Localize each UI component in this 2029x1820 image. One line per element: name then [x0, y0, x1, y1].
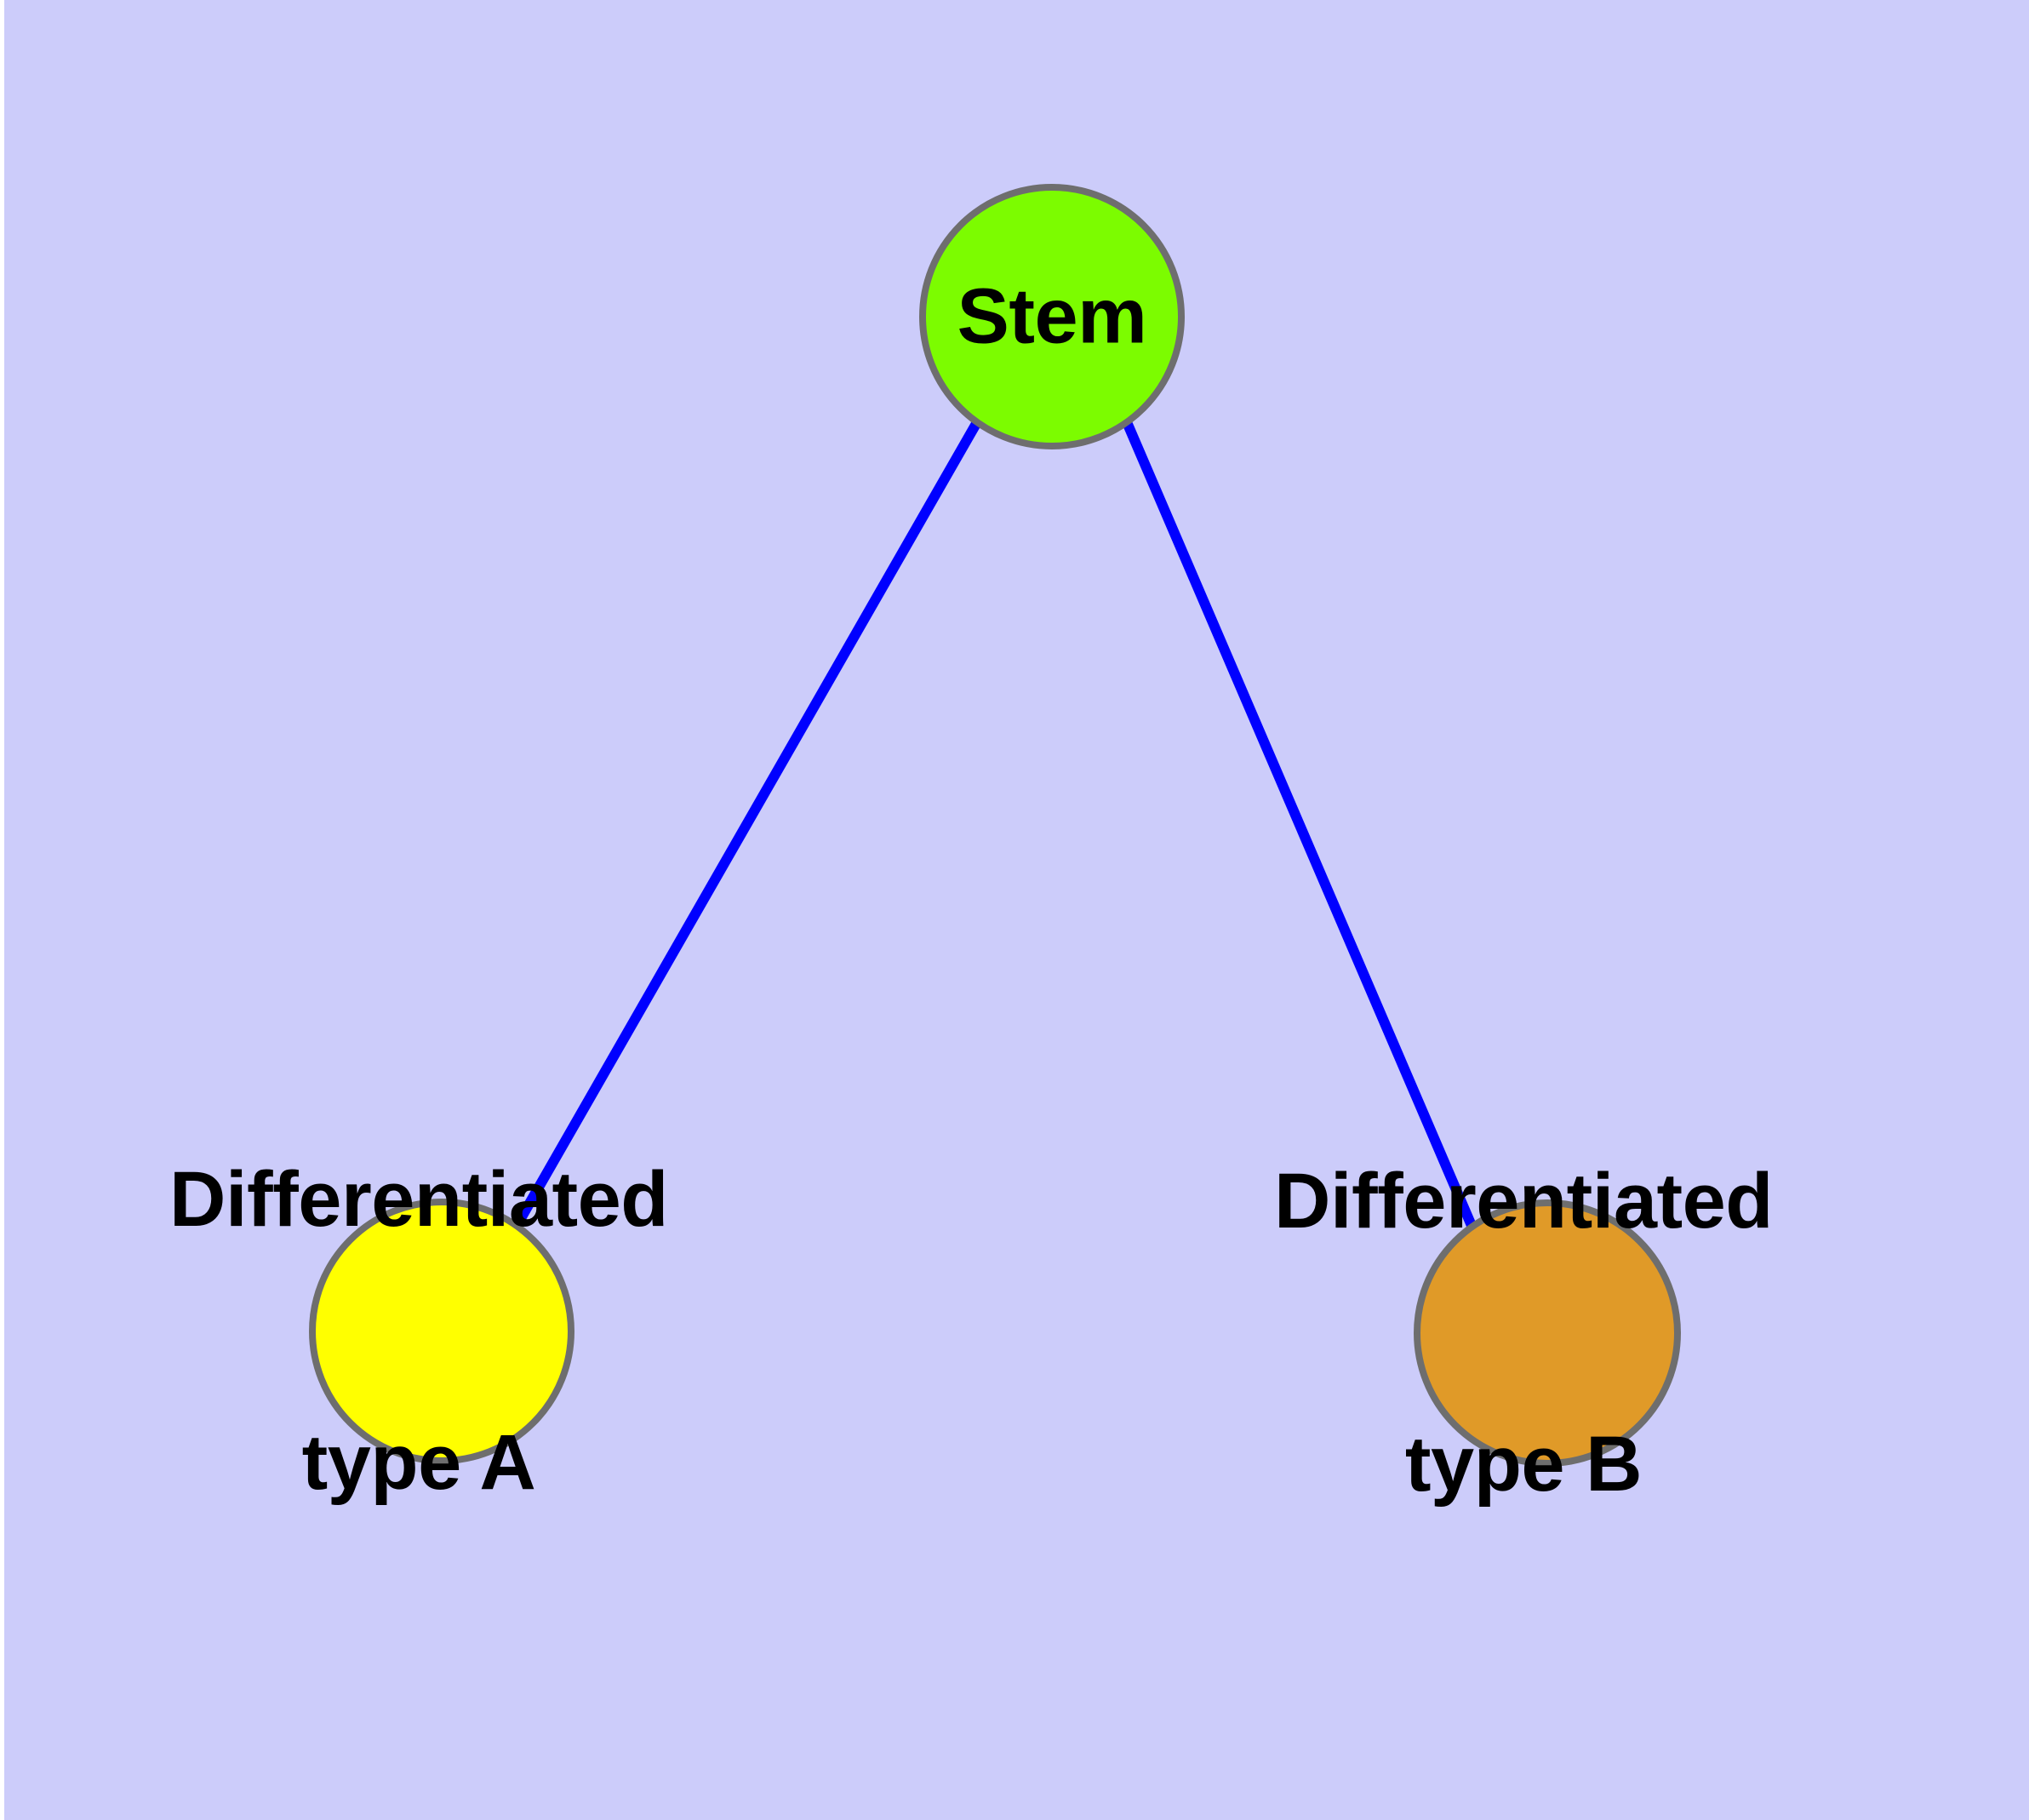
- node-stem[interactable]: [919, 184, 1185, 449]
- node-differentiated-type-a[interactable]: [309, 1199, 574, 1464]
- edge-stem-to-differentiated-type-b: [1122, 420, 1477, 1230]
- edge-stem-to-differentiated-type-a: [512, 420, 982, 1228]
- node-layer: [309, 184, 1681, 1467]
- node-differentiated-type-b[interactable]: [1414, 1199, 1681, 1467]
- edge-layer: [512, 420, 1477, 1230]
